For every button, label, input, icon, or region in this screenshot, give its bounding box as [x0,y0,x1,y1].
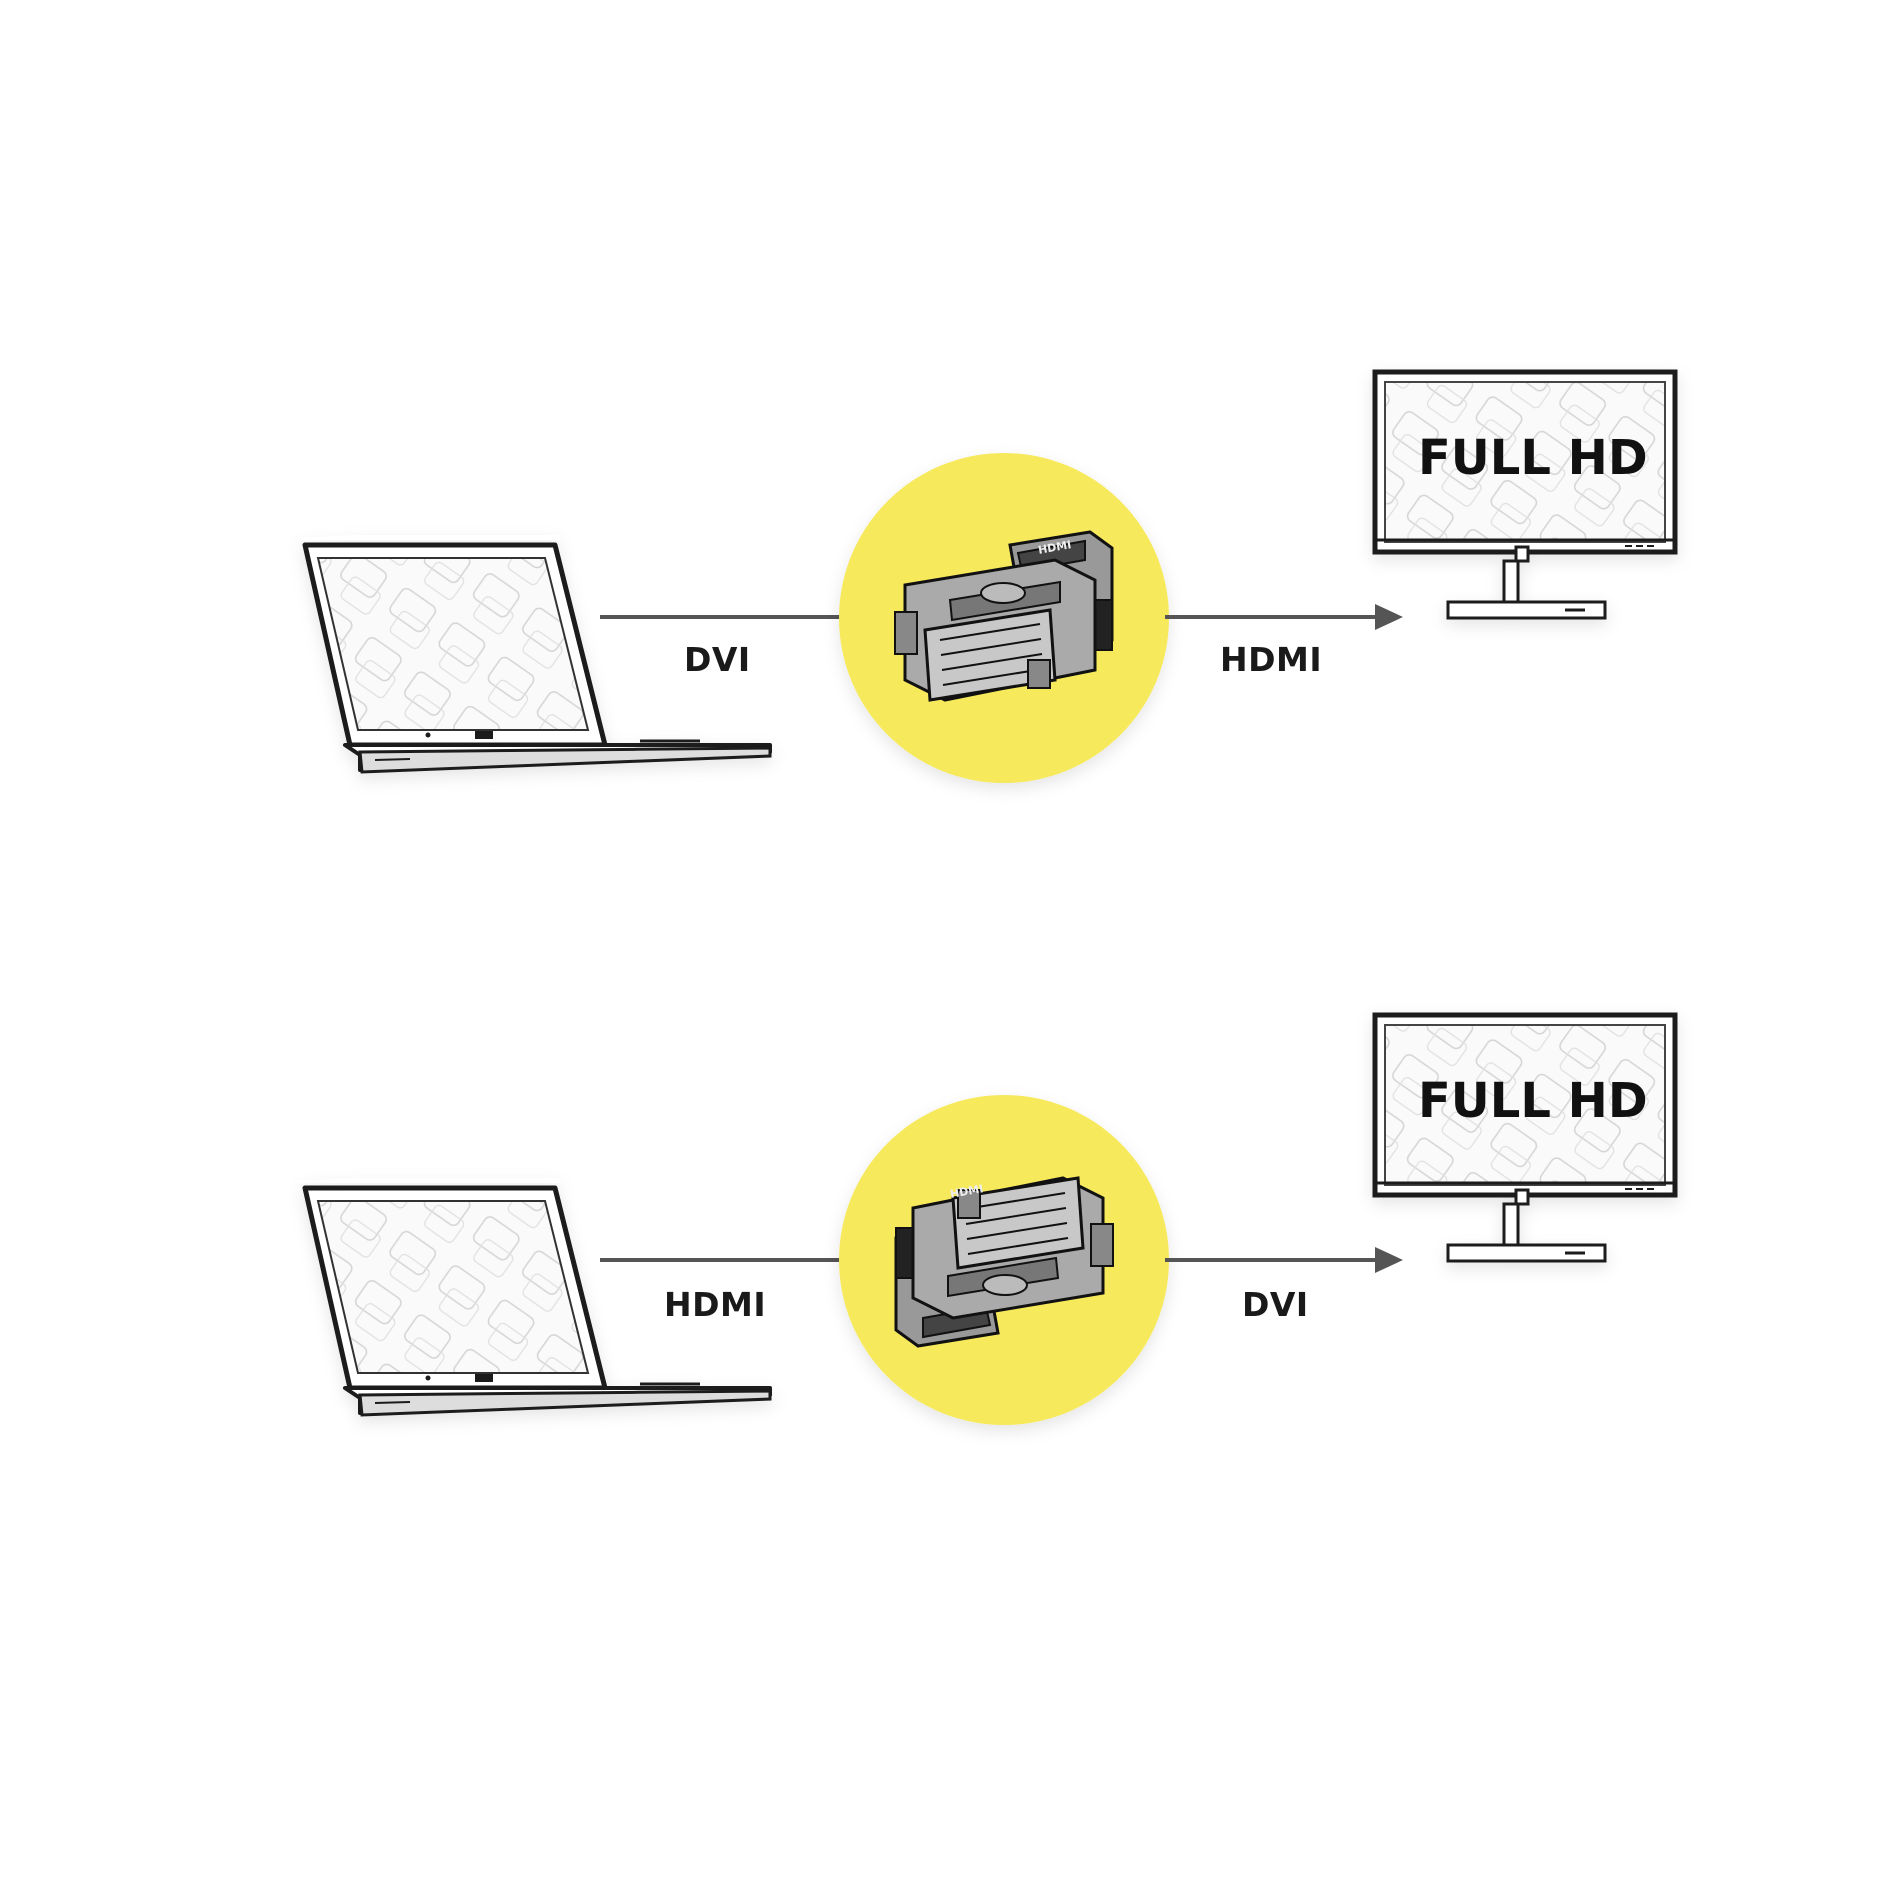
monitor-icon [1375,1015,1675,1261]
row-2 [300,1015,1675,1425]
input-port-label: DVI [684,640,751,679]
monitor-icon [1375,372,1675,618]
input-port-label: HDMI [664,1285,767,1324]
arrow-right-icon [1375,1247,1403,1273]
arrow-right-icon [1375,604,1403,630]
output-port-label: HDMI [1220,640,1323,679]
output-port-label: DVI [1242,1285,1309,1324]
row-1 [300,372,1675,783]
monitor-screen-text: FULL HD [1418,430,1648,486]
monitor-screen-text: FULL HD [1418,1073,1648,1129]
